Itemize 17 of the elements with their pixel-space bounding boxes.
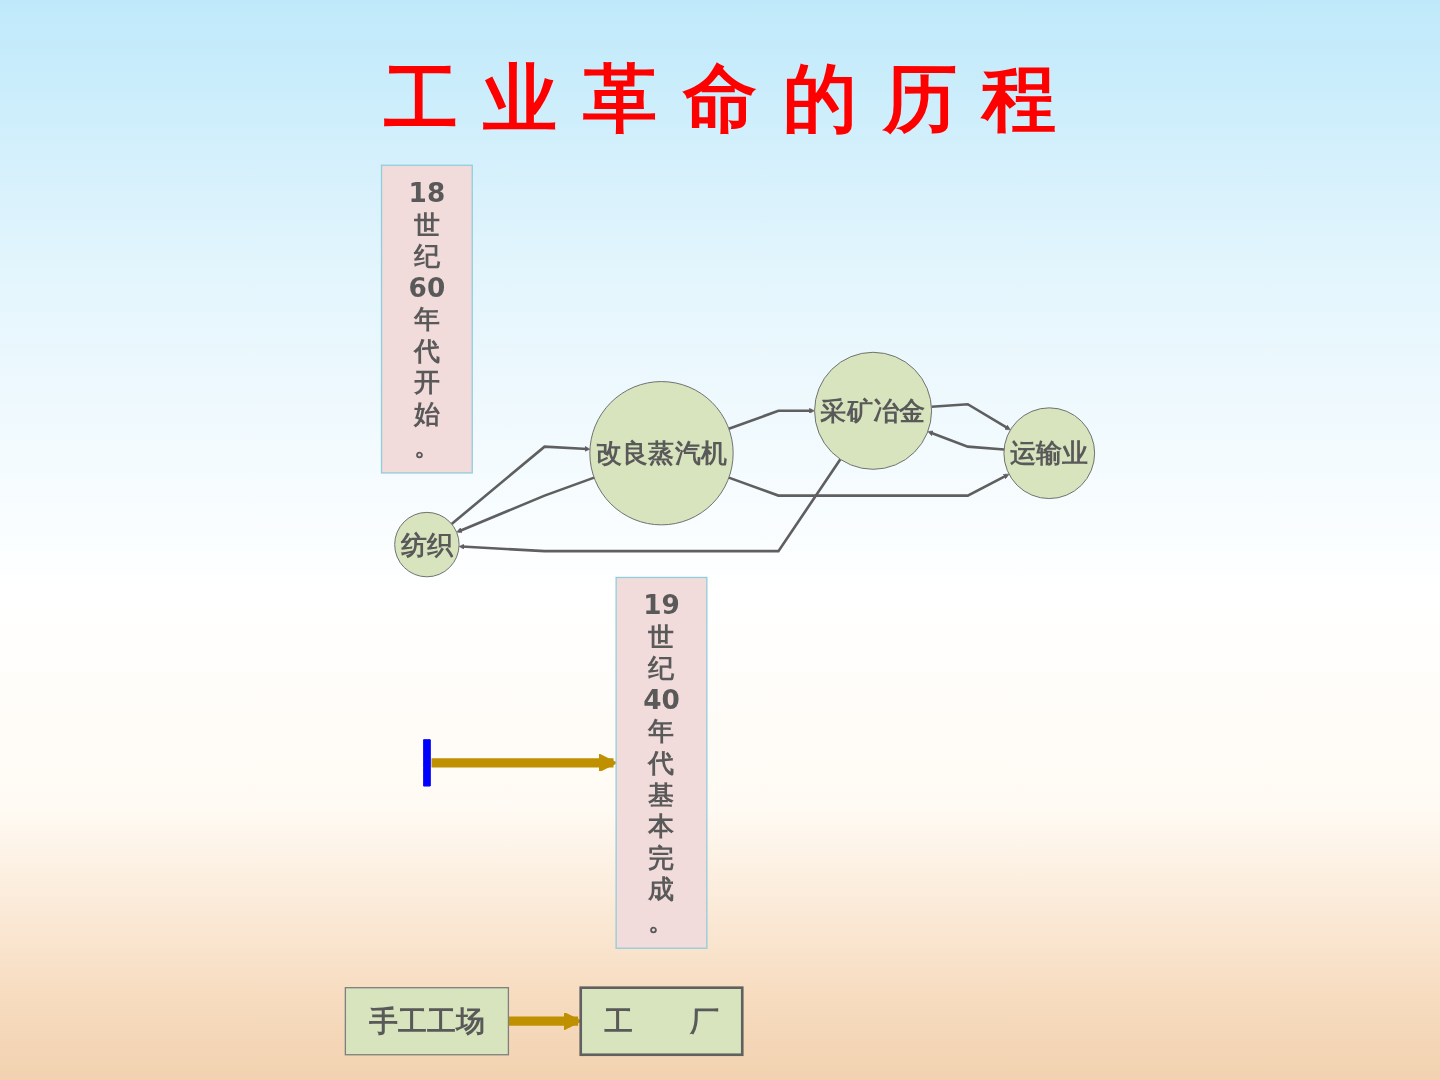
node-circle: 纺织 [394, 511, 460, 578]
arrow [728, 407, 815, 430]
arrow [931, 402, 1011, 431]
title: 工 业 革 命 的 历 程 [382, 54, 1058, 143]
node-circle: 改良蒸汽机 [589, 381, 734, 526]
node-box: 18世纪60年代开始。 [380, 164, 473, 474]
arrow [431, 753, 617, 773]
arrow [450, 445, 591, 525]
node-box: 工 厂 [579, 986, 744, 1057]
node-circle: 运输业 [1003, 407, 1096, 500]
arrow [927, 430, 1005, 451]
arrow [456, 476, 595, 533]
node-box: 19世纪40年代基本完成。 [615, 576, 708, 949]
arrow [458, 458, 842, 553]
node-box: 手工工场 [344, 987, 510, 1056]
arrow [728, 473, 1010, 497]
node-circle: 采矿冶金 [814, 351, 933, 470]
